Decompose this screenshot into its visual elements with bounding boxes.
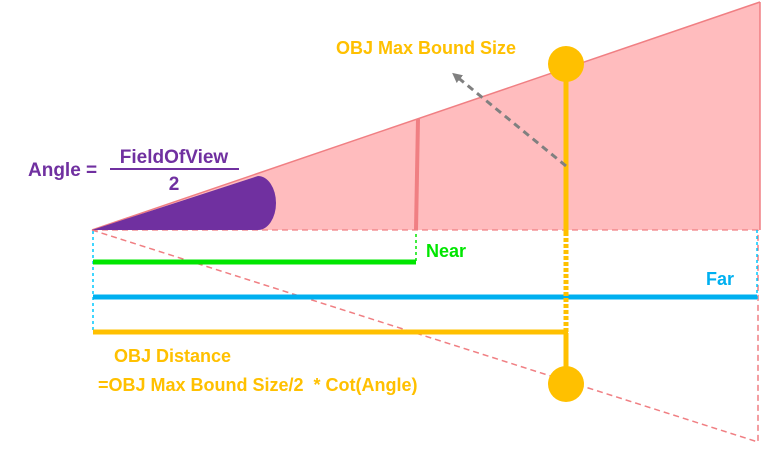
fov-numerator: FieldOfView xyxy=(120,147,229,168)
near-plane-line xyxy=(414,118,420,231)
obj-distance-formula: =OBJ Max Bound Size/2 * Cot(Angle) xyxy=(98,375,418,395)
far-label: Far xyxy=(706,269,734,289)
obj-distance-label: OBJ Distance xyxy=(114,346,231,366)
angle-wedge xyxy=(92,176,276,230)
angle-label: Angle = xyxy=(28,160,97,181)
near-label: Near xyxy=(426,241,466,261)
obj-bound-top-dot xyxy=(548,46,584,82)
obj-max-bound-label: OBJ Max Bound Size xyxy=(336,38,516,58)
fov-denominator: 2 xyxy=(169,174,180,195)
obj-bound-bottom-dot xyxy=(548,366,584,402)
frustum-top-edge xyxy=(91,1,761,231)
lower-frustum-outline xyxy=(91,229,759,444)
